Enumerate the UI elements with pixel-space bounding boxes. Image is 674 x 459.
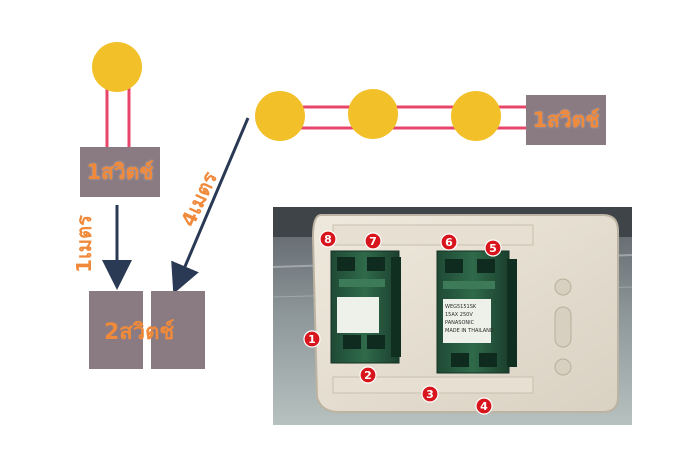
switch-photo: WEG5151SK 15AX 250V PANASONIC MADE IN TH…: [273, 207, 632, 425]
switch-module-left: [330, 250, 401, 364]
marker-4-circle: [475, 397, 493, 415]
marker-6-circle: [440, 233, 458, 251]
switch-box-double-label: 2สวิตช์: [104, 320, 175, 345]
marker-8-circle: [319, 230, 337, 248]
left-lamp: [92, 42, 142, 92]
marker-2-circle: [359, 366, 377, 384]
right-lamp-2: [348, 89, 398, 139]
distance-label-1m: 1เมตร: [71, 215, 96, 273]
marker-7-circle: [364, 232, 382, 250]
right-lamp-1: [255, 91, 305, 141]
marker-7-label: 7: [369, 235, 377, 248]
switch-box-left: 1สวิตช์: [80, 147, 160, 197]
module-text-line1: WEG5151SK: [445, 304, 477, 310]
arrow-diagonal: [171, 117, 250, 295]
marker-6-label: 6: [445, 236, 453, 249]
switch-module-right: WEG5151SK 15AX 250V PANASONIC MADE IN TH…: [436, 250, 517, 374]
marker-3-label: 3: [426, 388, 434, 401]
left-wire-pair: [105, 85, 131, 148]
marker-8-label: 8: [324, 233, 332, 246]
switch-box-double-left: [89, 291, 143, 369]
marker-4-label: 4: [480, 400, 488, 413]
marker-group: 1 2 3 4 5 6 7 8: [303, 230, 502, 415]
module-text-line4: MADE IN THAILAND: [445, 328, 494, 334]
switch-box-right: 1สวิตช์: [526, 95, 606, 145]
module-text-line2: 15AX 250V: [445, 312, 473, 318]
marker-2-label: 2: [364, 369, 372, 382]
marker-5-label: 5: [489, 242, 497, 255]
switch-box-left-label: 1สวิตช์: [86, 159, 154, 184]
switch-box-double-right: [151, 291, 205, 369]
module-text-line3: PANASONIC: [445, 320, 475, 326]
marker-3-circle: [421, 385, 439, 403]
marker-1-label: 1: [308, 333, 316, 346]
marker-5-circle: [484, 239, 502, 257]
marker-1-circle: [303, 330, 321, 348]
right-lamp-3: [451, 91, 501, 141]
switch-photo-svg: WEG5151SK 15AX 250V PANASONIC MADE IN TH…: [273, 207, 632, 425]
switch-box-right-label: 1สวิตช์: [532, 107, 600, 132]
